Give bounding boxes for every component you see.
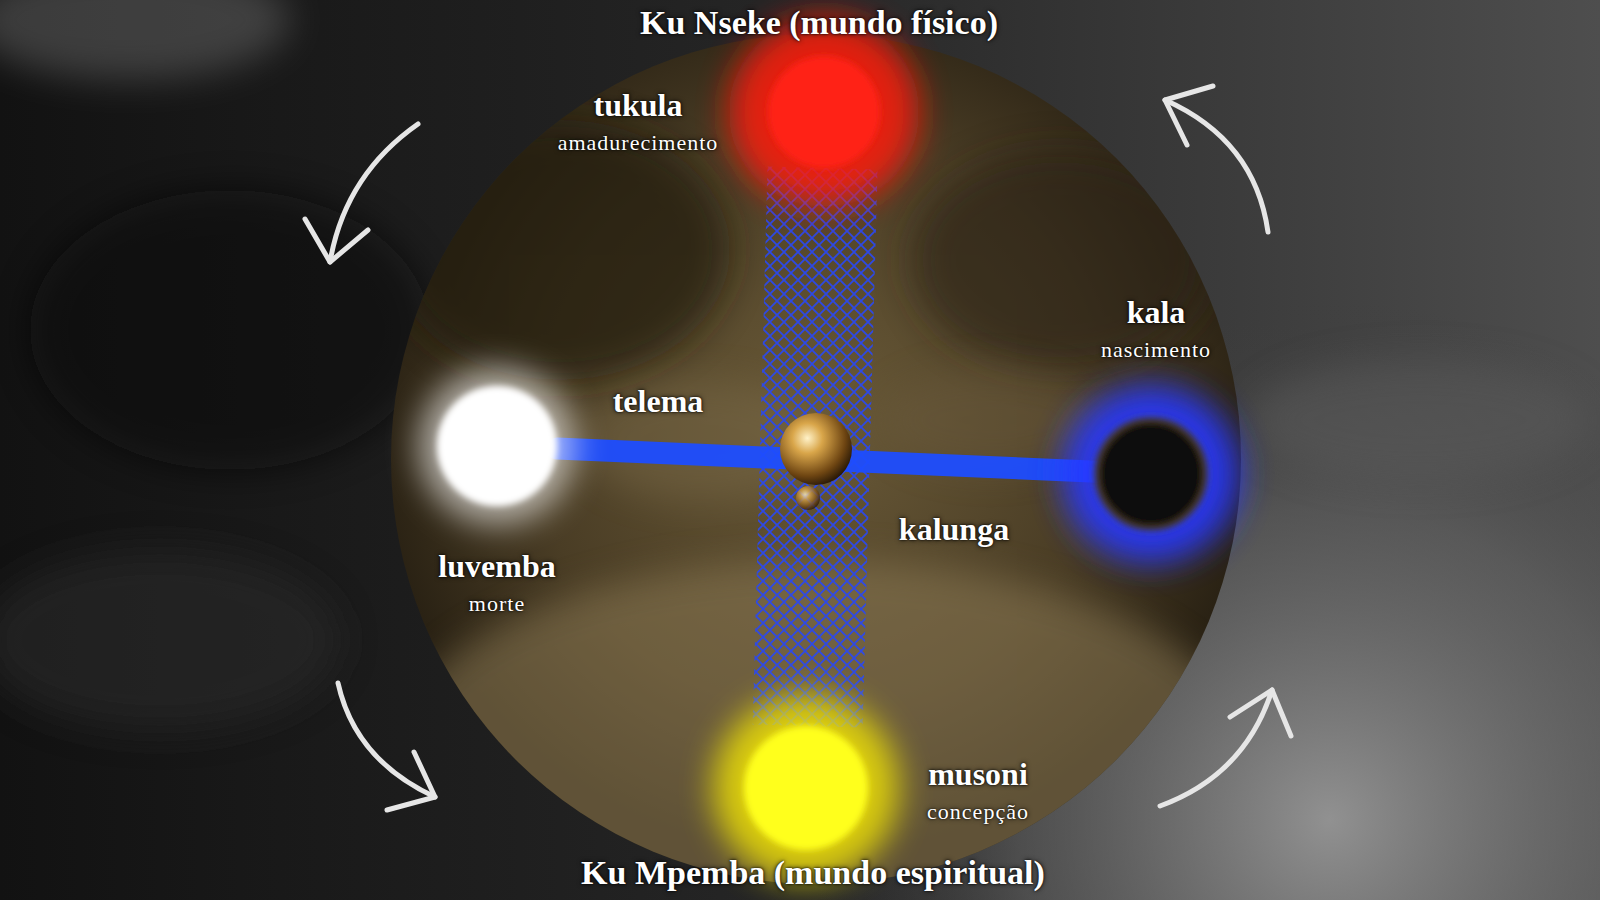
sun-glow (713, 695, 899, 881)
sun-disc (768, 56, 880, 168)
rock (390, 120, 730, 380)
rock-shadow (30, 190, 430, 470)
cycle-arrow (1160, 690, 1272, 806)
phase-name: musoni (927, 757, 1029, 792)
axis-label: telema (613, 384, 704, 419)
world-label: Ku Nseke (mundo físico) (640, 4, 998, 41)
gold-sphere (780, 413, 852, 485)
cycle-arrow (338, 683, 435, 797)
sun-label: musoni concepção (927, 757, 1029, 824)
sun-disc (437, 386, 557, 506)
sun-disc (744, 726, 868, 850)
cosmogram-sun: musoniconcepção (744, 726, 868, 850)
phase-meaning: morte (438, 592, 555, 616)
phase-name: tukula (558, 88, 719, 123)
arrow-head (1165, 86, 1213, 145)
sun-shape (437, 386, 557, 506)
cycle-arrow (1165, 100, 1268, 232)
arrow-head (1230, 690, 1291, 736)
axis-label: kalunga (899, 512, 1009, 547)
arrow-head (387, 752, 435, 810)
phase-name: kala (1101, 295, 1211, 330)
rock (910, 150, 1210, 370)
sky-patch (0, 0, 290, 80)
cycle-arrow (330, 124, 418, 262)
sun-label: kala nascimento (1101, 295, 1211, 362)
cosmogram-sun: luvembamorte (437, 386, 557, 506)
sun-shape (768, 56, 880, 168)
cosmogram-sun: kalanascimento (1097, 420, 1205, 528)
central-photo (390, 120, 1250, 900)
phase-meaning: nascimento (1101, 338, 1211, 362)
sun-shape (1097, 420, 1205, 528)
sun-glow (729, 17, 919, 207)
rock (1250, 360, 1590, 480)
gold-sphere (796, 486, 820, 510)
world-label: Ku Mpemba (mundo espiritual) (581, 854, 1045, 891)
sun-label: tukula amadurecimento (558, 88, 719, 155)
cosmogram-sun: tukulaamadurecimento (768, 56, 880, 168)
sun-disc (1097, 420, 1205, 528)
phase-meaning: concepção (927, 800, 1029, 824)
sun-glow (419, 368, 575, 524)
sun-glow (1062, 385, 1240, 563)
sun-shape (744, 726, 868, 850)
phase-meaning: amadurecimento (558, 131, 719, 155)
sun-label: luvemba morte (438, 549, 555, 616)
arrow-head (305, 219, 368, 262)
rock (0, 550, 340, 730)
phase-name: luvemba (438, 549, 555, 584)
